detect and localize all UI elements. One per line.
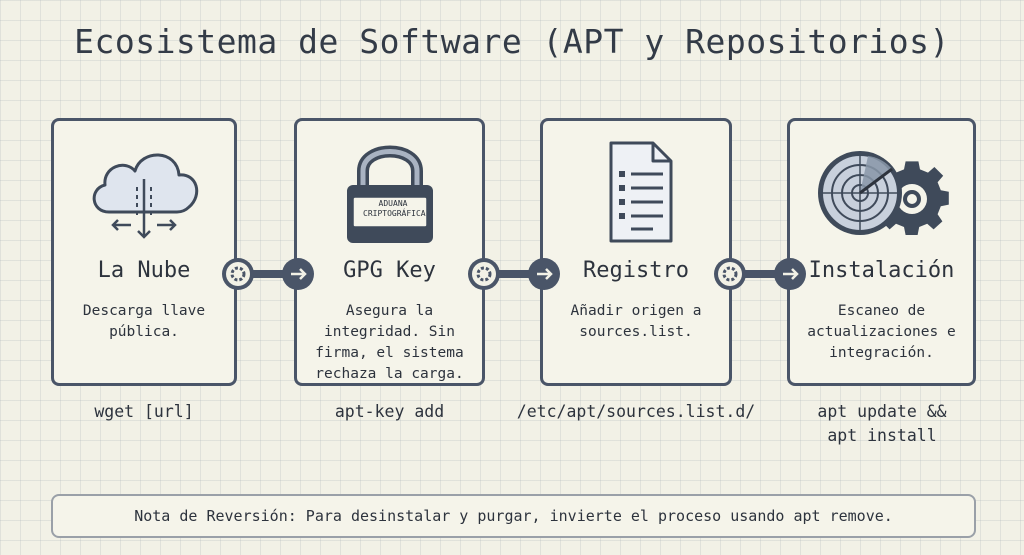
step-command: wget [url]	[94, 402, 194, 421]
gear-arrow-connector	[220, 256, 316, 296]
step-command: apt update && apt install	[817, 402, 947, 445]
radar-gear-icon	[790, 137, 973, 247]
gear-arrow-connector	[466, 256, 562, 296]
lock-badge-text: ADUANA CRIPTOGRÁFICA	[363, 199, 426, 218]
diagram-title: Ecosistema de Software (APT y Repositori…	[74, 22, 950, 61]
step-command: apt-key add	[334, 402, 445, 421]
step-description: Añadir origen a sources.list.	[570, 303, 702, 340]
gear-arrow-connector	[712, 256, 808, 296]
step-title: Registro	[583, 258, 689, 283]
step-title: GPG Key	[343, 258, 436, 283]
reversion-note: Nota de Reversión: Para desinstalar y pu…	[51, 494, 976, 538]
step-command: /etc/apt/sources.list.d/	[516, 402, 756, 421]
step-card-cloud: La Nube Descarga llave pública.	[51, 118, 237, 386]
step-title: Instalación	[808, 258, 955, 283]
document-list-icon	[543, 137, 729, 247]
step-description: Descarga llave pública.	[82, 303, 206, 340]
padlock-icon	[297, 137, 482, 247]
step-description: Asegura la integridad. Sin firma, el sis…	[315, 303, 464, 382]
step-card-instalacion: Instalación Escaneo de actualizaciones e…	[787, 118, 976, 386]
step-title: La Nube	[97, 258, 191, 283]
step-description: Escaneo de actualizaciones e integración…	[807, 303, 956, 361]
step-card-gpg: ADUANA CRIPTOGRÁFICA GPG Key Asegura la …	[294, 118, 485, 386]
step-card-registro: Registro Añadir origen a sources.list.	[540, 118, 732, 386]
cloud-download-icon	[54, 137, 234, 247]
